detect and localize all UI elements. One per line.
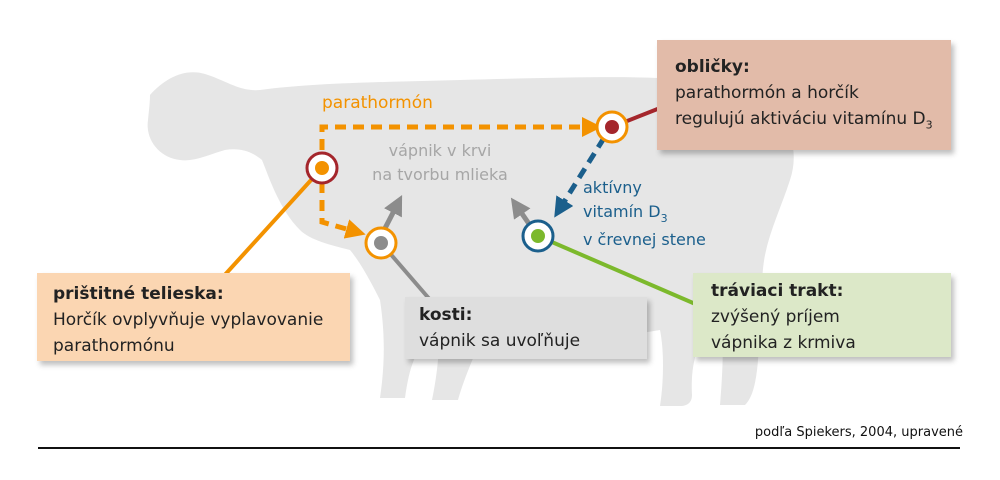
parathyroid-line2: parathormónu: [53, 336, 175, 356]
bones-title: kosti:: [419, 305, 473, 325]
bones-box: kosti: vápnik sa uvoľňuje: [405, 297, 647, 359]
bones-line1: vápnik sa uvoľňuje: [419, 331, 581, 351]
parathormone-arrow-to-kidneys: [319, 117, 602, 168]
kidneys-box: obličky: parathormón a horčík regulujú a…: [657, 40, 951, 150]
marker-parathyroid: [305, 151, 339, 185]
parathyroid-line1: Horčík ovplyvňuje vyplavovanie: [53, 310, 324, 330]
parathyroid-box: prištitné telieska: Horčík ovplyvňuje vy…: [37, 273, 350, 361]
vitamin-d-arrow: [554, 136, 607, 218]
digestive-line1: zvýšený príjem: [711, 307, 840, 327]
marker-kidneys: [595, 110, 629, 144]
blood-calcium-label-line1: vápnik v krvi: [389, 141, 492, 160]
kidneys-line2: regulujú aktiváciu vitamínu D3: [675, 109, 933, 132]
blood-calcium-label-line2: na tvorbu mlieka: [372, 165, 508, 184]
connector-parathyroid: [220, 166, 324, 280]
parathormone-label: parathormón: [322, 93, 433, 113]
vitamin-d-label-line3: v črevnej stene: [583, 230, 706, 249]
parathormone-arrow-to-bones: [319, 182, 366, 239]
digestive-box: tráviaci trakt: zvýšený príjem vápnika z…: [693, 273, 951, 357]
divider-rule: [38, 447, 960, 449]
vitamin-d-label-line2: vitamín D3: [583, 202, 668, 225]
marker-bones: [364, 226, 398, 260]
kidneys-title: obličky:: [675, 57, 750, 77]
connector-digestive: [537, 234, 701, 308]
marker-digestive: [521, 219, 555, 253]
vitamin-d-label-line1: aktívny: [583, 178, 642, 197]
kidneys-line1: parathormón a horčík: [675, 83, 859, 103]
parathyroid-title: prištitné telieska:: [53, 284, 224, 304]
digestive-line2: vápnika z krmiva: [711, 333, 856, 353]
digestive-title: tráviaci trakt:: [711, 281, 844, 301]
source-credit: podľa Spiekers, 2004, upravené: [754, 425, 963, 440]
